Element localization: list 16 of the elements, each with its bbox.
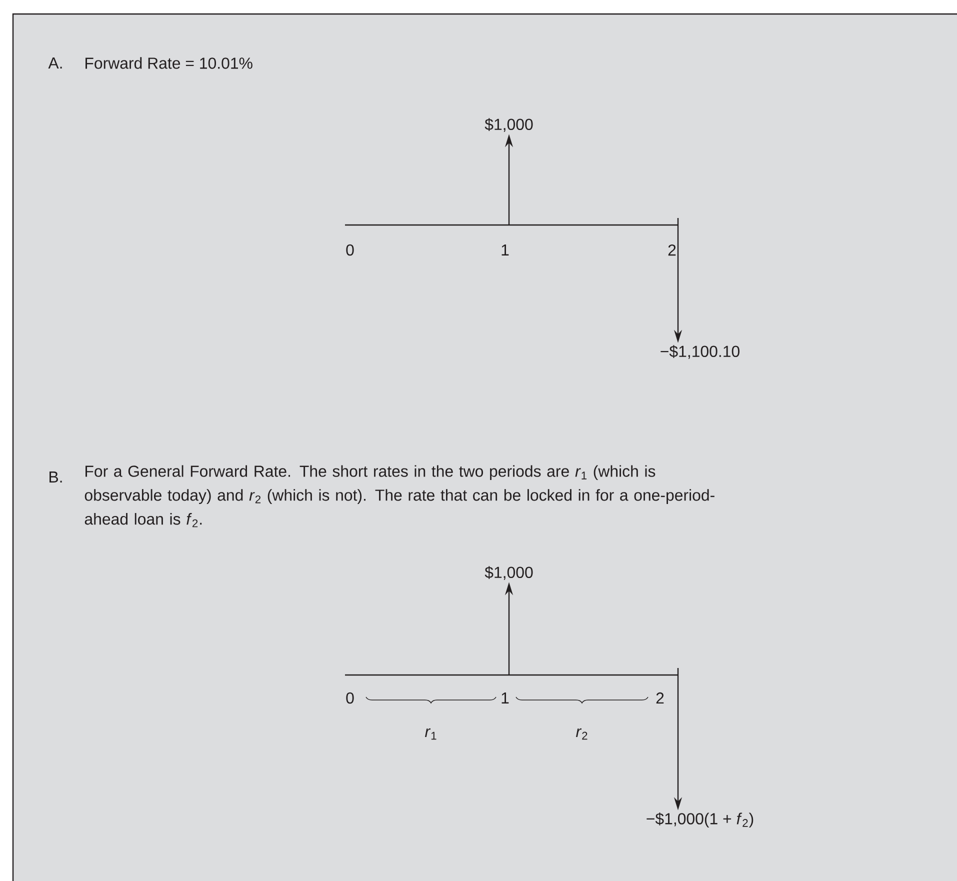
cash-flow-label: −$1,000(1 + f$_{2}$) [646, 812, 754, 828]
time-label: 2 [668, 244, 676, 256]
time-label: 2 [656, 692, 664, 704]
time-label: 1 [502, 244, 509, 256]
section-letter: A. [48, 58, 62, 68]
cash-flow-label: $1,000 [484, 566, 533, 580]
description: For a General Forward Rate. The short rates in the two periods are r$_{1}$ (which is observable today) and r$_{2}$ (which is not). The rate that can be locked in for a one-period-ahead loan is f$_{2}$. [84, 465, 714, 528]
heading: Forward Rate = 10.01% [86, 57, 252, 69]
rate-label: r$_{1}$ [425, 728, 436, 740]
cash-flow-label: $1,000 [484, 118, 533, 132]
rate-label: r$_{2}$ [576, 728, 588, 740]
time-label: 1 [502, 692, 509, 704]
time-label: 0 [346, 244, 354, 256]
time-label: 0 [346, 692, 354, 704]
section-letter: B. [50, 472, 62, 482]
cash-flow-label: −$1,100.10 [660, 345, 740, 359]
